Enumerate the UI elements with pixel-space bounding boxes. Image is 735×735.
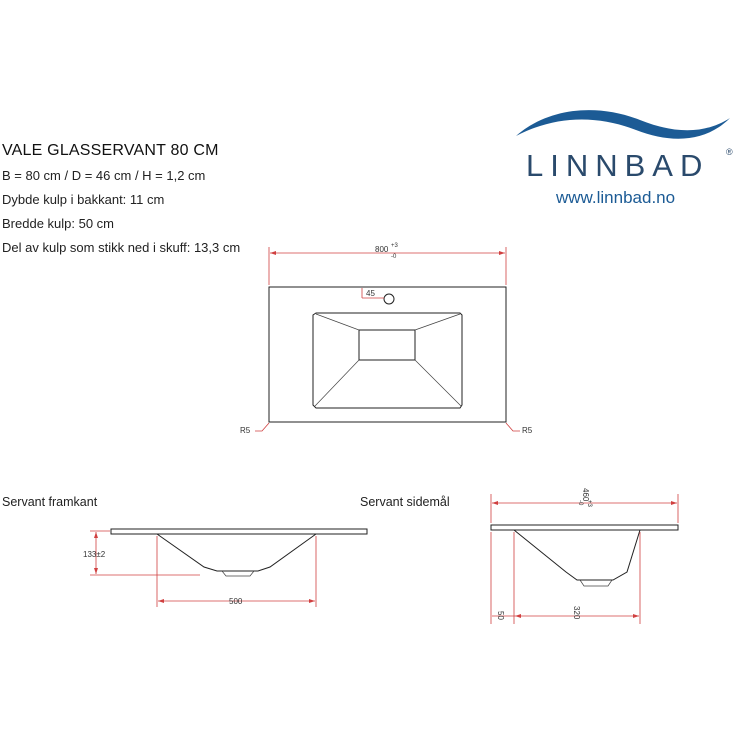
side-view: 460 +3 -0 50 320: [490, 488, 679, 624]
front-view: 133±2 500: [83, 528, 368, 607]
side-depth-tol-minus: -0: [577, 500, 583, 506]
radius-right-label: R5: [522, 426, 533, 435]
registered-mark: ®: [726, 147, 733, 157]
drain-rect: [358, 329, 416, 361]
product-title: VALE GLASSERVANT 80 CM: [2, 142, 219, 159]
front-view-caption: Servant framkant: [2, 495, 98, 509]
width-tol-minus: -0: [391, 254, 397, 260]
width-tol-plus: +3: [391, 243, 399, 249]
brand-name: LINNBAD: [526, 148, 710, 183]
spec-dimensions: B = 80 cm / D = 46 cm / H = 1,2 cm: [2, 168, 206, 183]
width-label: 800: [375, 245, 389, 254]
spec-block: VALE GLASSERVANT 80 CM B = 80 cm / D = 4…: [2, 142, 302, 264]
linnbad-logo: LINNBAD ® www.linnbad.no: [510, 100, 735, 210]
spec-bowl-depth: Dybde kulp i bakkant: 11 cm: [2, 192, 165, 207]
side-depth-label: 460: [581, 488, 590, 502]
side-bowl-profile: [513, 529, 641, 581]
top-view: 800 +3 -0 45 R5 R5: [240, 243, 533, 435]
side-bowl-depth-label: 320: [572, 606, 581, 620]
brand-url[interactable]: www.linnbad.no: [556, 188, 676, 207]
bowl-outline: [312, 312, 463, 409]
tap-hole: [383, 293, 395, 305]
side-depth-tol-plus: +3: [586, 500, 592, 508]
front-slab: [110, 528, 368, 535]
side-front-offset-label: 50: [496, 611, 505, 620]
front-bowl-width-label: 500: [229, 597, 243, 606]
side-slab: [490, 524, 679, 531]
radius-left-label: R5: [240, 426, 251, 435]
countertop-outline: [268, 286, 507, 423]
spec-bowl-width: Bredde kulp: 50 cm: [2, 216, 115, 231]
front-bowl-profile: [156, 533, 317, 572]
wave-icon: [516, 110, 730, 139]
hole-offset-label: 45: [366, 289, 375, 298]
front-depth-label: 133±2: [83, 550, 106, 559]
spec-drawer-depth: Del av kulp som stikk ned i skuff: 13,3 …: [2, 240, 241, 255]
side-view-caption: Servant sidemål: [360, 495, 450, 509]
